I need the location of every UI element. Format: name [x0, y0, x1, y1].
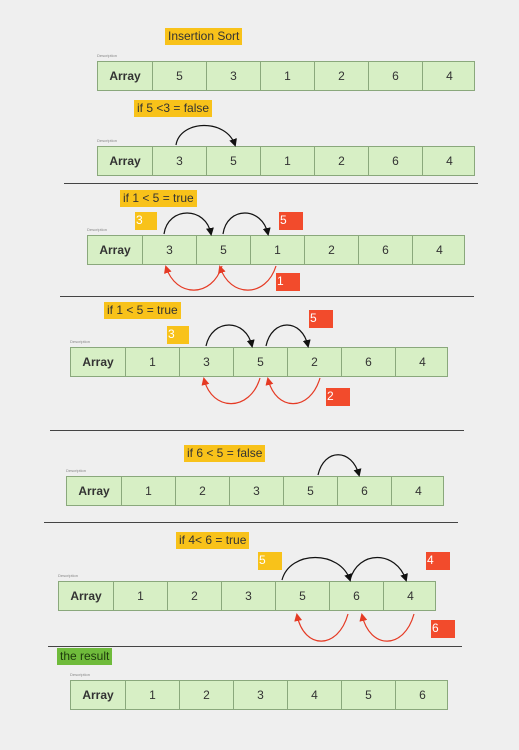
array-cell: 3 [233, 681, 287, 709]
marker-box[interactable]: 5 [309, 310, 333, 328]
array-header: Array [109, 154, 141, 168]
swap-arrow [281, 557, 352, 582]
swap-arrow [317, 454, 362, 477]
swap-arrow [359, 613, 415, 642]
result-note[interactable]: the result [57, 648, 113, 665]
array-cell: 2 [179, 681, 233, 709]
array-cell: 5 [206, 147, 260, 175]
marker-box[interactable]: 5 [258, 552, 282, 570]
array-cell: 3 [206, 62, 260, 90]
marker-box[interactable]: 3 [135, 212, 157, 230]
array-cell: 4 [383, 582, 437, 610]
array-cell: 4 [391, 477, 445, 505]
separator-line [50, 430, 464, 431]
array-step[interactable]: Array 3 5 1 2 6 4 [97, 146, 475, 176]
condition-note[interactable]: if 5 <3 = false [134, 100, 213, 117]
swap-arrow [205, 324, 255, 348]
marker-box[interactable]: 5 [279, 212, 303, 230]
array-caption: Description [97, 53, 118, 58]
array-result[interactable]: Array 1 2 3 4 5 6 [70, 680, 448, 710]
swap-arrow [218, 265, 277, 291]
array-initial[interactable]: Array 5 3 1 2 6 4 [97, 61, 475, 91]
array-cell: 5 [283, 477, 337, 505]
swap-arrow [164, 265, 223, 291]
array-cell: 5 [233, 348, 287, 376]
array-cell: 5 [196, 236, 250, 264]
array-header: Array [99, 243, 131, 257]
array-cell: 2 [167, 582, 221, 610]
array-step[interactable]: Array 1 2 3 5 6 4 [66, 476, 444, 506]
array-cell: 2 [314, 147, 368, 175]
array-header: Array [82, 355, 114, 369]
array-cell: 4 [422, 62, 476, 90]
array-cell: 1 [125, 681, 179, 709]
array-cell: 4 [422, 147, 476, 175]
array-caption: Description [97, 138, 118, 143]
swap-arrow [265, 377, 321, 405]
array-cell: 1 [260, 62, 314, 90]
array-step[interactable]: Array 3 5 1 2 6 4 [87, 235, 465, 265]
condition-note[interactable]: if 6 < 5 = false [184, 445, 266, 462]
array-cell: 2 [287, 348, 341, 376]
swap-arrow [201, 377, 261, 405]
array-caption: Description [70, 339, 91, 344]
array-cell: 6 [395, 681, 449, 709]
array-step[interactable]: Array 1 2 3 5 6 4 [58, 581, 436, 611]
marker-box[interactable]: 1 [276, 273, 300, 291]
marker-box[interactable]: 3 [167, 326, 189, 344]
condition-note[interactable]: if 4< 6 = true [176, 532, 250, 549]
array-cell: 4 [287, 681, 341, 709]
array-caption: Description [66, 468, 87, 473]
array-header: Array [82, 688, 114, 702]
array-cell: 6 [368, 62, 422, 90]
array-caption: Description [87, 227, 108, 232]
swap-arrow [222, 212, 271, 236]
condition-note[interactable]: if 1 < 5 = true [120, 190, 197, 207]
array-caption: Description [70, 672, 91, 677]
array-cell: 1 [260, 147, 314, 175]
marker-box[interactable]: 4 [426, 552, 450, 570]
separator-line [44, 522, 458, 523]
array-cell: 3 [142, 236, 196, 264]
array-cell: 2 [314, 62, 368, 90]
title-note[interactable]: Insertion Sort [165, 28, 243, 45]
swap-arrow [349, 557, 408, 582]
array-cell: 2 [175, 477, 229, 505]
array-cell: 3 [221, 582, 275, 610]
array-cell: 1 [125, 348, 179, 376]
array-cell: 4 [412, 236, 466, 264]
array-cell: 3 [179, 348, 233, 376]
condition-note[interactable]: if 1 < 5 = true [104, 302, 181, 319]
array-cell: 3 [152, 147, 206, 175]
array-cell: 2 [304, 236, 358, 264]
separator-line [60, 296, 474, 297]
swap-arrow [265, 324, 311, 348]
array-cell: 6 [329, 582, 383, 610]
separator-line [48, 646, 462, 647]
array-header: Array [109, 69, 141, 83]
array-cell: 5 [152, 62, 206, 90]
array-header: Array [78, 484, 110, 498]
array-cell: 6 [368, 147, 422, 175]
array-header: Array [70, 589, 102, 603]
array-cell: 4 [395, 348, 449, 376]
swap-arrow [163, 212, 214, 236]
swap-arrow [294, 613, 349, 642]
array-cell: 6 [358, 236, 412, 264]
marker-box[interactable]: 2 [326, 388, 350, 406]
separator-line [64, 183, 478, 184]
array-cell: 5 [341, 681, 395, 709]
array-cell: 5 [275, 582, 329, 610]
array-cell: 6 [337, 477, 391, 505]
array-cell: 1 [250, 236, 304, 264]
array-caption: Description [58, 573, 79, 578]
array-step[interactable]: Array 1 3 5 2 6 4 [70, 347, 448, 377]
array-cell: 3 [229, 477, 283, 505]
swap-arrow [175, 124, 237, 147]
array-cell: 6 [341, 348, 395, 376]
array-cell: 1 [121, 477, 175, 505]
marker-box[interactable]: 6 [431, 620, 455, 638]
array-cell: 1 [113, 582, 167, 610]
